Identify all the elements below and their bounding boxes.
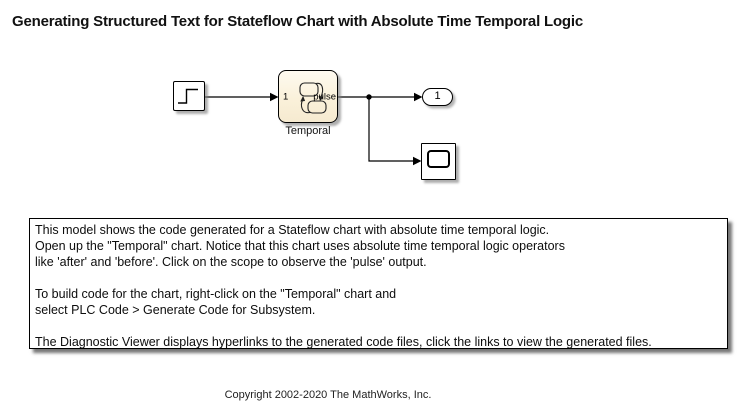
description-line: Open up the "Temporal" chart. Notice tha… [35, 239, 565, 253]
description-line: like 'after' and 'before'. Click on the … [35, 255, 427, 269]
scope-display-icon [427, 150, 450, 168]
description-line: The Diagnostic Viewer displays hyperlink… [35, 335, 652, 349]
chart-name-label[interactable]: Temporal [285, 125, 331, 137]
copyright-annotation: Copyright 2002-2020 The MathWorks, Inc. [224, 389, 432, 401]
wire-step-to-chart[interactable] [205, 92, 279, 102]
description-line [35, 270, 722, 286]
stateflow-icon [299, 82, 327, 114]
outport-block[interactable]: 1 [422, 88, 453, 106]
outport-label: 1 [434, 90, 441, 102]
stateflow-chart-block[interactable]: 1 pulse [278, 70, 338, 123]
scope-block[interactable] [421, 143, 456, 180]
description-line: To build code for the chart, right-click… [35, 287, 397, 301]
branch-junction-dot [366, 94, 372, 100]
description-line: select PLC Code > Generate Code for Subs… [35, 303, 316, 317]
chart-input-port-label: 1 [283, 91, 289, 102]
step-icon [178, 88, 198, 104]
chart-output-port-label: pulse [313, 91, 336, 102]
description-annotation[interactable]: This model shows the code generated for … [29, 218, 728, 349]
model-title: Generating Structured Text for Stateflow… [12, 13, 584, 30]
step-block[interactable] [173, 81, 205, 111]
description-line: This model shows the code generated for … [35, 223, 550, 237]
wire-chart-to-outport[interactable] [338, 92, 423, 102]
description-line [35, 318, 722, 334]
wire-branch-to-scope[interactable] [368, 97, 422, 166]
